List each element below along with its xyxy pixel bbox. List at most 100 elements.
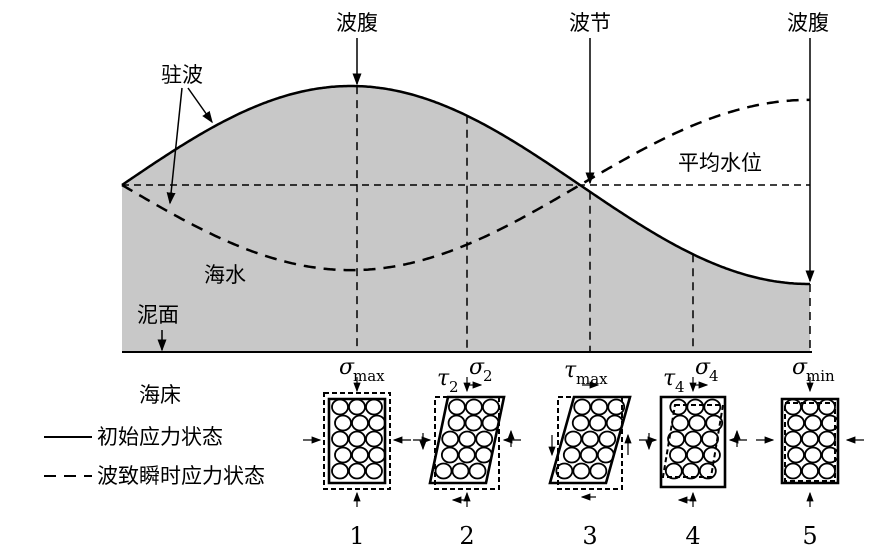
soil-grain xyxy=(784,430,802,448)
soil-grain xyxy=(688,414,707,432)
soil-grain xyxy=(334,446,352,464)
soil-grain xyxy=(581,430,600,448)
soil-grain xyxy=(457,446,476,464)
soil-grain xyxy=(686,446,704,464)
shear-subscript: 2 xyxy=(449,378,459,396)
soil-grain xyxy=(804,446,822,464)
wave-induced-outline xyxy=(323,392,391,490)
soil-grain xyxy=(784,462,802,480)
soil-grain xyxy=(468,462,487,480)
soil-grain xyxy=(598,430,617,448)
soil-grain xyxy=(458,430,477,448)
soil-grain xyxy=(669,398,688,416)
soil-grain xyxy=(801,430,819,448)
stress-symbol: σ xyxy=(792,355,808,380)
soil-grain xyxy=(818,398,836,416)
soil-grain xyxy=(448,398,466,416)
shear-subscript: 4 xyxy=(675,378,685,396)
soil-grain xyxy=(801,462,819,480)
soil-grain xyxy=(681,462,700,480)
antinode-right-label: 波腹 xyxy=(787,11,829,35)
standing-wave-arrow-1 xyxy=(187,87,213,124)
element-number: 4 xyxy=(685,522,700,550)
seawater-label: 海水 xyxy=(204,263,246,287)
soil-grain xyxy=(441,430,460,448)
soil-grain xyxy=(348,398,366,416)
soil-grain xyxy=(590,398,609,416)
soil-grain xyxy=(589,462,608,480)
soil-grain xyxy=(351,446,369,464)
soil-grain xyxy=(368,446,386,464)
soil-grain xyxy=(818,430,836,448)
soil-grain xyxy=(787,414,805,432)
soil-grain xyxy=(579,446,598,464)
soil-grain xyxy=(562,446,581,464)
soil-grain xyxy=(698,462,717,480)
soil-grain xyxy=(465,398,483,416)
soil-grain xyxy=(703,398,722,416)
legend-solid-label: 初始应力状态 xyxy=(97,425,223,449)
initial-stress-outline xyxy=(548,395,632,485)
soil-grain xyxy=(571,414,590,432)
soil-grain xyxy=(801,398,819,416)
soil-grain xyxy=(365,430,383,448)
seabed-label: 海床 xyxy=(139,383,181,407)
soil-grain xyxy=(564,430,583,448)
soil-grain xyxy=(669,446,687,464)
stress-subscript: min xyxy=(806,367,835,385)
soil-grain xyxy=(451,462,470,480)
stress-subscript: 4 xyxy=(709,367,719,385)
soil-grain xyxy=(664,462,683,480)
soil-grain xyxy=(434,462,453,480)
shear-symbol: τ xyxy=(437,366,450,391)
soil-grain xyxy=(787,446,805,464)
soil-grain xyxy=(572,462,591,480)
soil-grain xyxy=(447,414,466,432)
wave-induced-outline xyxy=(557,396,623,490)
element-number: 2 xyxy=(459,522,474,550)
node-label: 波节 xyxy=(569,11,611,35)
soil-grain xyxy=(705,414,724,432)
antinode-left-label: 波腹 xyxy=(336,11,378,35)
mudline-label: 泥面 xyxy=(137,303,179,327)
soil-grain xyxy=(348,462,366,480)
soil-grain xyxy=(671,414,690,432)
initial-stress-outline xyxy=(327,397,387,485)
shear-symbol: τ xyxy=(663,366,676,391)
stress-symbol: σ xyxy=(469,355,485,380)
seawater-fill xyxy=(122,86,810,352)
stress-subscript: 2 xyxy=(483,367,493,385)
standing-wave-crest-curve xyxy=(121,84,810,286)
soil-grain xyxy=(588,414,607,432)
soil-grain xyxy=(331,398,349,416)
soil-grain xyxy=(555,462,574,480)
stress-symbol: σ xyxy=(339,355,355,380)
soil-grain xyxy=(368,414,386,432)
soil-grain xyxy=(703,446,721,464)
soil-grain xyxy=(365,462,383,480)
soil-grain xyxy=(440,446,459,464)
standing-wave-trough-curve xyxy=(121,98,810,272)
soil-grain xyxy=(818,462,836,480)
soil-grain xyxy=(701,430,719,448)
standing-wave-label: 驻波 xyxy=(161,63,203,87)
wave-induced-outline xyxy=(434,396,500,490)
soil-grain xyxy=(804,414,822,432)
standing-wave-arrow-2 xyxy=(166,87,183,205)
soil-grain xyxy=(334,414,352,432)
legend-dashed-label: 波致瞬时应力状态 xyxy=(97,464,265,488)
wave-induced-outline xyxy=(661,404,725,478)
soil-grain xyxy=(667,430,685,448)
mean-water-level-label: 平均水位 xyxy=(678,151,762,175)
soil-grain xyxy=(464,414,483,432)
element-number: 1 xyxy=(349,522,364,550)
soil-grain xyxy=(573,398,592,416)
soil-grain xyxy=(607,398,626,416)
wave-induced-outline xyxy=(784,402,836,482)
